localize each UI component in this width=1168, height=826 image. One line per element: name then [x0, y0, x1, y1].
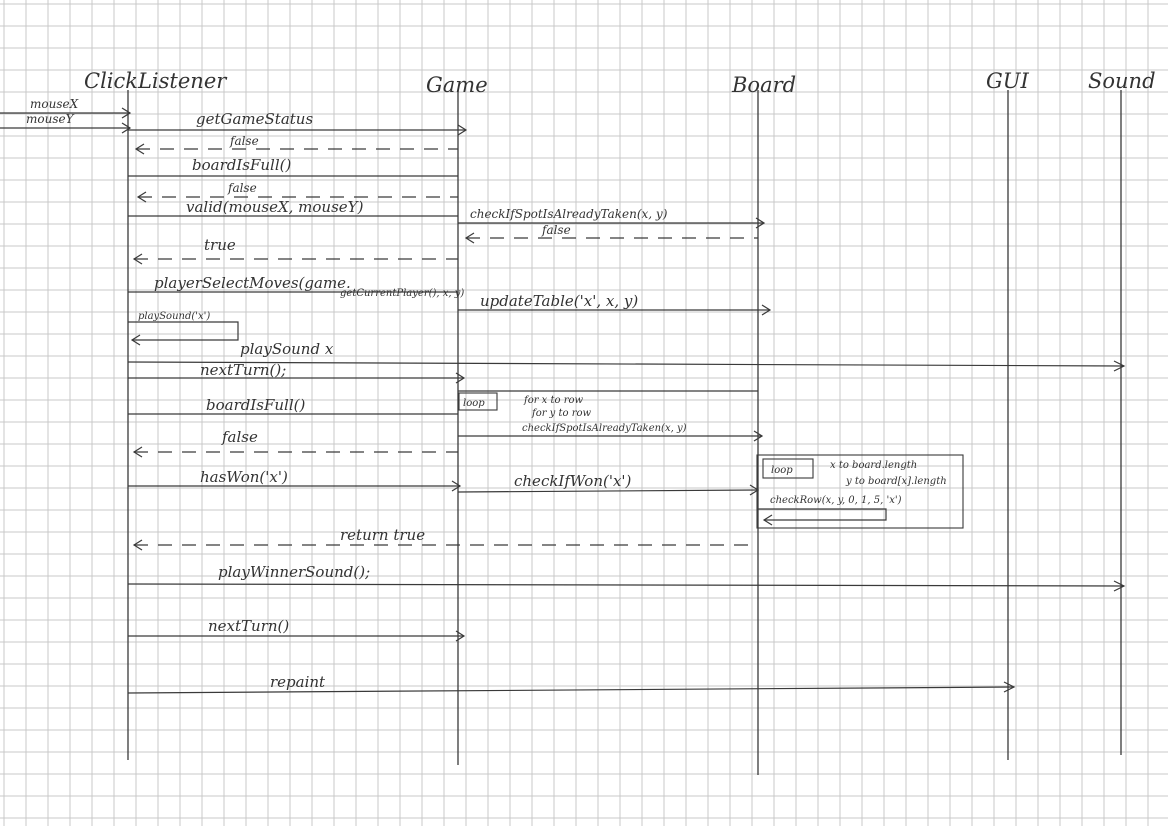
message-label-nextturn-1: nextTurn(); — [200, 361, 286, 379]
loop-fragment-1-line-2: for y to row — [531, 408, 592, 419]
arrowhead — [121, 122, 132, 134]
arrowhead — [761, 304, 772, 316]
arrowhead — [121, 107, 132, 119]
arrowhead — [134, 143, 145, 155]
loop-fragment-2 — [756, 454, 964, 529]
message-label-nextturn-2: nextTurn() — [208, 617, 289, 635]
arrowhead — [753, 430, 764, 442]
lifeline-label-sound: Sound — [1088, 69, 1156, 93]
loop-fragment-2-tag: loop — [771, 465, 793, 476]
message-label-haswon: hasWon('x') — [200, 468, 288, 486]
message-arrow-playwinnersound — [127, 583, 1125, 587]
return-label-false-2: false — [227, 181, 257, 195]
lifeline-label-board: Board — [731, 73, 796, 97]
arrowhead — [464, 232, 475, 244]
arrowhead — [1003, 681, 1016, 693]
lifeline-label-game: Game — [426, 73, 488, 97]
arrowhead — [130, 334, 141, 346]
arrowhead — [455, 630, 466, 642]
self-call-label-playsound: playSound('x') — [138, 311, 210, 322]
message-label-playerselectmoves-args: getCurrentPlayer(), x, y) — [340, 288, 464, 299]
message-arrow-repaint — [127, 686, 1015, 694]
message-label-boardisfull-1: boardIsFull() — [192, 156, 291, 174]
arrowhead — [457, 124, 468, 136]
arrowhead — [749, 484, 760, 496]
message-label-playwinnersound: playWinnerSound(); — [218, 563, 370, 581]
loop-fragment-2-line-1: x to board.length — [830, 460, 917, 471]
arrowhead — [132, 253, 143, 265]
message-label-checkspot-2: checkIfSpotIsAlreadyTaken(x, y) — [522, 423, 687, 434]
arrowhead — [136, 191, 147, 203]
return-label-false-3: false — [541, 223, 571, 237]
message-label-checkspot-1: checkIfSpotIsAlreadyTaken(x, y) — [470, 207, 668, 221]
arrowhead — [132, 539, 143, 551]
message-arrow-playsound — [127, 361, 1125, 367]
loop-fragment-1-line-1: for x to row — [523, 395, 584, 406]
return-label-false-1: false — [229, 134, 259, 148]
return-label-false-4: false — [221, 428, 258, 446]
return-label-true-2: return true — [340, 526, 425, 544]
message-label-getgamestatus: getGameStatus — [196, 110, 313, 128]
loop-fragment-2-line-2: y to board[x].length — [845, 476, 947, 487]
input-label-mousey: mouseY — [26, 112, 75, 126]
loop-fragment-1-tag: loop — [463, 398, 485, 409]
input-label-mousex: mouseX — [30, 97, 79, 111]
loop-fragment-1 — [458, 392, 498, 411]
message-label-playerselectmoves: playerSelectMoves(game. — [154, 274, 351, 292]
lifeline-label-gui: GUI — [986, 69, 1029, 93]
return-label-true-1: true — [204, 236, 236, 254]
arrowhead — [755, 217, 766, 229]
arrowhead — [451, 480, 462, 492]
message-arrow-checkifwon — [457, 489, 759, 493]
self-call-arrow-playsound — [128, 321, 239, 341]
message-label-boardisfull-2: boardIsFull() — [206, 396, 305, 414]
self-call-label-checkrow: checkRow(x, y, 0, 1, 5, 'x') — [770, 495, 902, 506]
self-call-arrow-checkrow — [758, 508, 887, 521]
message-label-valid: valid(mouseX, mouseY) — [186, 198, 364, 216]
message-label-playsound: playSound x — [240, 340, 334, 358]
arrowhead — [132, 446, 143, 458]
message-label-updatetable: updateTable('x', x, y) — [480, 292, 638, 310]
arrowhead — [1113, 360, 1126, 372]
message-label-repaint: repaint — [270, 673, 326, 691]
loop-fragment-2-tag-box — [762, 458, 814, 479]
arrowhead — [455, 372, 466, 384]
lifeline-label-clicklistener: ClickListener — [84, 69, 228, 93]
arrowhead — [1113, 580, 1126, 592]
arrowhead — [762, 514, 773, 526]
message-label-checkifwon: checkIfWon('x') — [514, 472, 632, 490]
